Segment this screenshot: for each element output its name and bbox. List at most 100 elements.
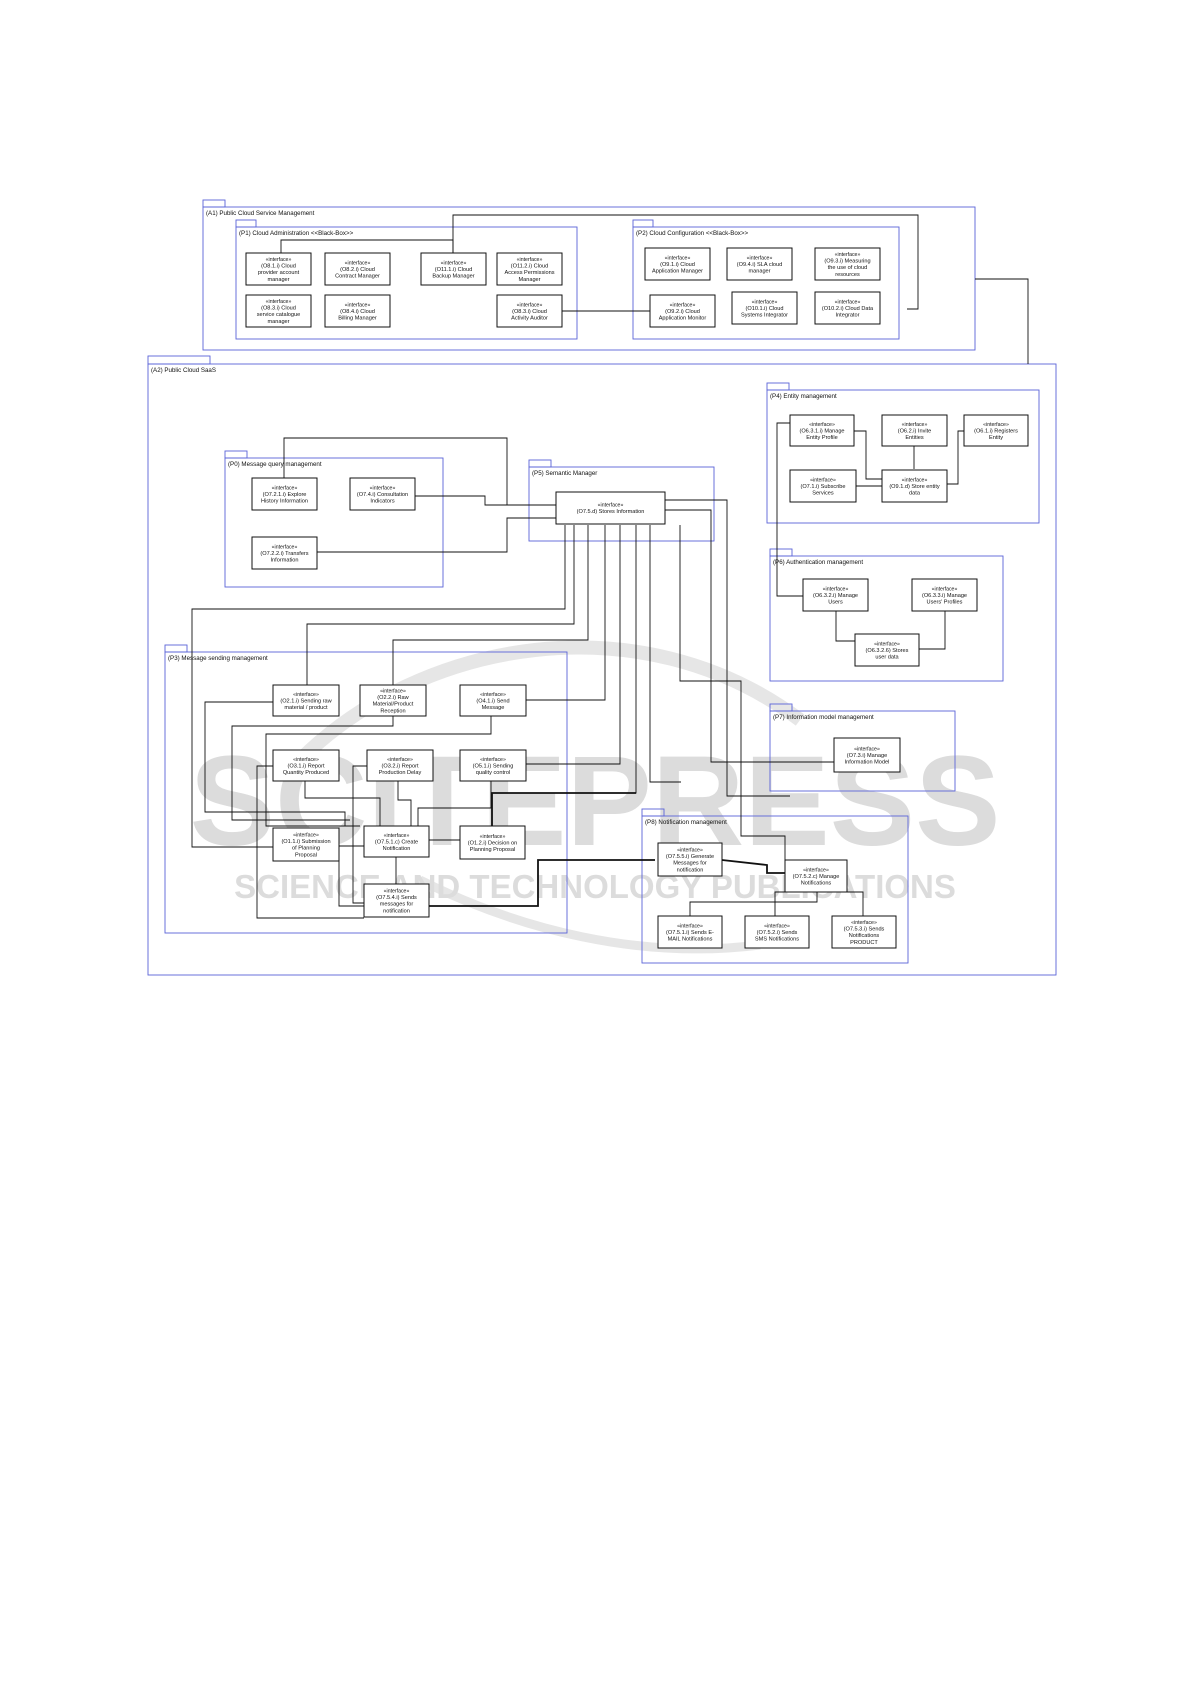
component-box[interactable] (644, 247, 711, 281)
component-box[interactable] (911, 578, 978, 612)
component-box[interactable] (496, 252, 563, 286)
component-box[interactable] (272, 749, 340, 782)
component-label-line: user data (875, 655, 899, 661)
component-o7-5-1-i[interactable]: «interface»(O7.5.1.i) Sends E-MAIL Notif… (657, 915, 723, 949)
component-box[interactable] (420, 252, 487, 286)
component-o2-1-i[interactable]: «interface»(O2.1.i) Sending rawmaterial … (272, 684, 340, 717)
component-box[interactable] (657, 842, 723, 877)
component-o7-5-d[interactable]: «interface»(O7.5.d) Stores Information (555, 491, 666, 525)
component-box[interactable] (496, 294, 563, 328)
package-p2: (P2) Cloud Configuration <<Black-Box>> (632, 219, 900, 340)
stereotype-label: «interface» (272, 544, 298, 550)
component-box[interactable] (726, 247, 793, 281)
package-p8: (P8) Notification management (641, 808, 909, 964)
component-box[interactable] (744, 915, 810, 949)
component-box[interactable] (363, 825, 430, 858)
component-o10-2-i[interactable]: «interface»(O10.2.i) Cloud DataIntegrato… (814, 291, 881, 325)
stereotype-label: «interface» (345, 302, 371, 308)
component-box[interactable] (245, 252, 312, 286)
component-box[interactable] (555, 491, 666, 525)
component-box[interactable] (881, 469, 948, 503)
component-label-line: Information Model (845, 760, 890, 766)
component-box[interactable] (784, 859, 848, 893)
component-box[interactable] (324, 252, 391, 286)
component-box[interactable] (459, 749, 527, 782)
component-box[interactable] (459, 825, 526, 860)
component-box[interactable] (324, 294, 391, 328)
connector-o41-o751 (265, 714, 492, 827)
component-box[interactable] (363, 883, 430, 918)
component-box[interactable] (272, 684, 340, 717)
component-label-line: (O6.3.2.6) Stores (866, 648, 909, 654)
stereotype-label: «interface» (835, 252, 861, 258)
component-box[interactable] (251, 536, 318, 570)
component-box[interactable] (359, 684, 427, 717)
component-label-line: Application Manager (652, 269, 703, 275)
stereotype-label: «interface» (266, 257, 292, 263)
component-label-line: (O9.1.i) Cloud (660, 262, 695, 268)
component-box[interactable] (366, 749, 434, 782)
stereotype-label: «interface» (854, 746, 880, 752)
component-box[interactable] (731, 291, 798, 325)
component-box[interactable] (802, 578, 869, 612)
component-box[interactable] (833, 737, 901, 773)
component-label-line: (O10.2.i) Cloud Data (822, 306, 874, 312)
component-box[interactable] (789, 469, 857, 503)
component-box[interactable] (963, 414, 1029, 447)
component-box[interactable] (459, 684, 527, 717)
component-box[interactable] (245, 294, 312, 328)
component-box[interactable] (854, 633, 920, 667)
component-box[interactable] (881, 414, 948, 447)
component-box[interactable] (814, 247, 881, 281)
component-o2-2-i[interactable]: «interface»(O2.2.i) RawMaterial/ProductR… (359, 684, 427, 717)
component-box[interactable] (814, 291, 881, 325)
component-o7-5-2-c[interactable]: «interface»(O7.5.2.c) ManageNotification… (784, 859, 848, 893)
component-o7-5-3-i[interactable]: «interface»(O7.5.3.i) SendsNotifications… (831, 915, 897, 949)
component-label-line: (O6.1.i) Registers (974, 428, 1018, 434)
component-label-line: Notifications (849, 933, 880, 939)
component-box[interactable] (272, 827, 340, 862)
connector-o51-o751 (417, 780, 492, 826)
component-o7-2-2-i[interactable]: «interface»(O7.2.2.i) TransfersInformati… (251, 536, 318, 570)
component-box[interactable] (349, 477, 416, 511)
component-box[interactable] (649, 294, 716, 328)
component-box[interactable] (251, 477, 318, 511)
component-box[interactable] (657, 915, 723, 949)
component-label-line: (O7.5.3.i) Sends (844, 927, 885, 933)
component-o1-2-i[interactable]: «interface»(O1.2.i) Decision onPlanning … (459, 825, 526, 860)
component-box[interactable] (789, 414, 855, 447)
component-o7-4-i[interactable]: «interface»(O7.4.i) ConsultationIndicato… (349, 477, 416, 511)
component-box[interactable] (831, 915, 897, 949)
